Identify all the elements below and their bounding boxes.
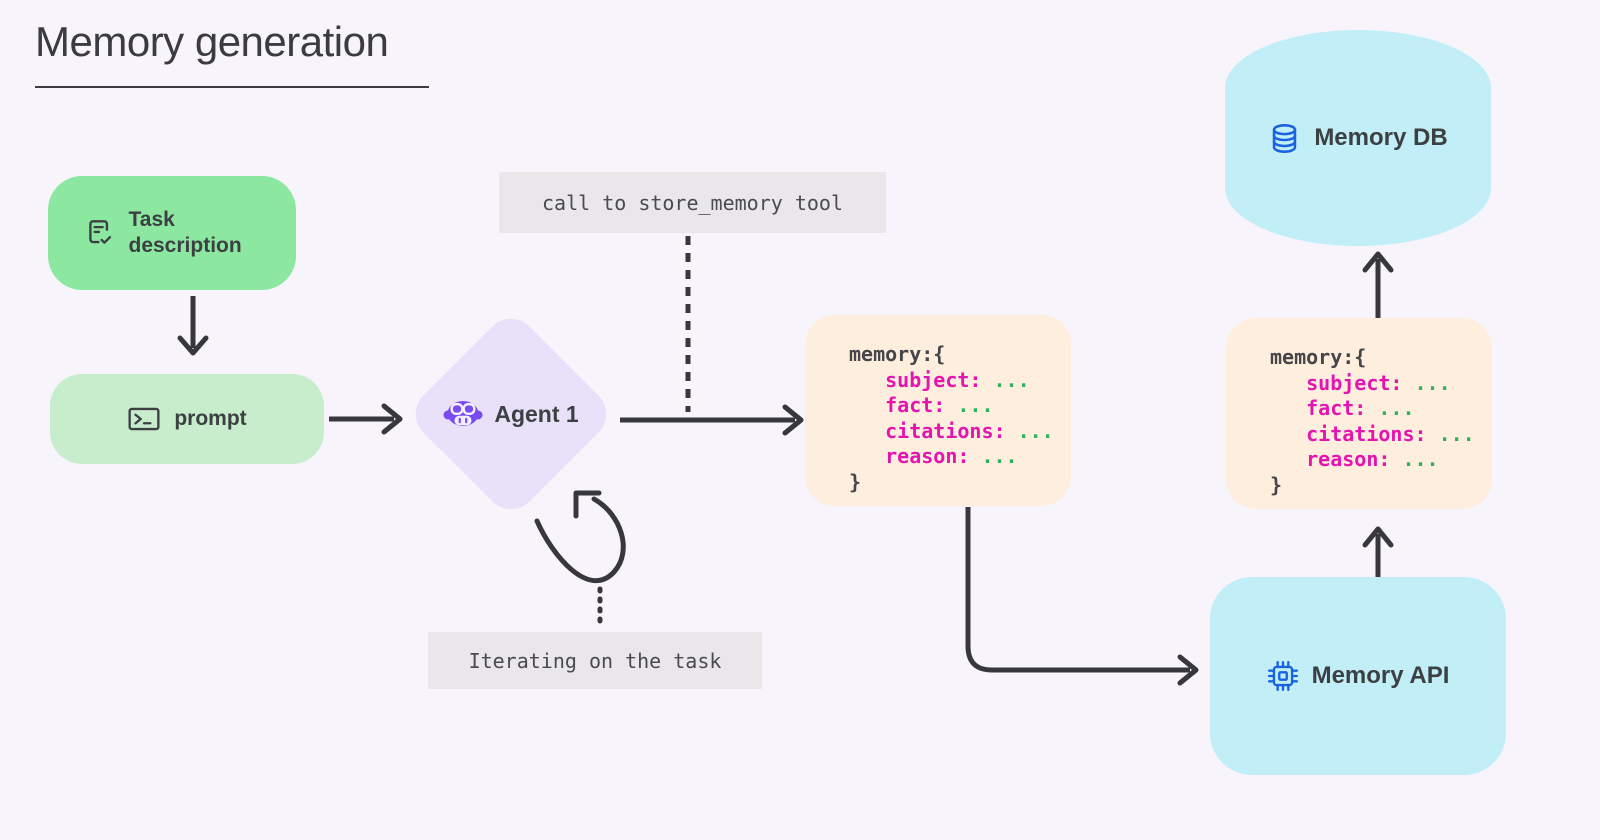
arrow-api-to-memory-object bbox=[1362, 526, 1394, 583]
chip-icon bbox=[1267, 660, 1298, 692]
node-memory-api: Memory API bbox=[1210, 577, 1506, 775]
memory-object-block-1: memory:{ subject: ... fact: ... citation… bbox=[805, 315, 1071, 506]
task-document-icon bbox=[88, 220, 111, 244]
memory-db-label: Memory DB bbox=[1314, 124, 1448, 151]
agent-label: Agent 1 bbox=[494, 400, 579, 427]
prompt-label: prompt bbox=[174, 406, 247, 430]
robot-icon bbox=[443, 401, 483, 426]
store-memory-call-text: call to store_memory tool bbox=[541, 190, 844, 215]
node-memory-db: Memory DB bbox=[1225, 30, 1491, 246]
memory-object-block-2: memory:{ subject: ... fact: ... citation… bbox=[1226, 318, 1492, 509]
title-underline bbox=[35, 86, 429, 88]
annotation-iterating: Iterating on the task bbox=[428, 632, 762, 689]
task-description-label: Task description bbox=[128, 207, 242, 257]
arrow-memory-object-to-api bbox=[965, 507, 1199, 686]
memory-api-label: Memory API bbox=[1311, 662, 1450, 689]
loop-arrow-iterate bbox=[534, 490, 626, 583]
arrow-task-to-prompt bbox=[177, 296, 209, 356]
arrow-memory-object-to-db bbox=[1362, 251, 1394, 318]
page-title: Memory generation bbox=[35, 18, 389, 65]
node-prompt: prompt bbox=[50, 374, 324, 464]
arrow-agent-to-memory-object bbox=[620, 404, 804, 436]
terminal-icon bbox=[128, 407, 160, 431]
iterating-text: Iterating on the task bbox=[468, 648, 722, 673]
node-agent-content: Agent 1 bbox=[406, 339, 616, 489]
arrow-prompt-to-agent bbox=[329, 403, 403, 435]
annotation-store-memory-call: call to store_memory tool bbox=[499, 172, 886, 233]
node-task-description: Task description bbox=[48, 176, 296, 290]
database-icon bbox=[1273, 123, 1297, 153]
